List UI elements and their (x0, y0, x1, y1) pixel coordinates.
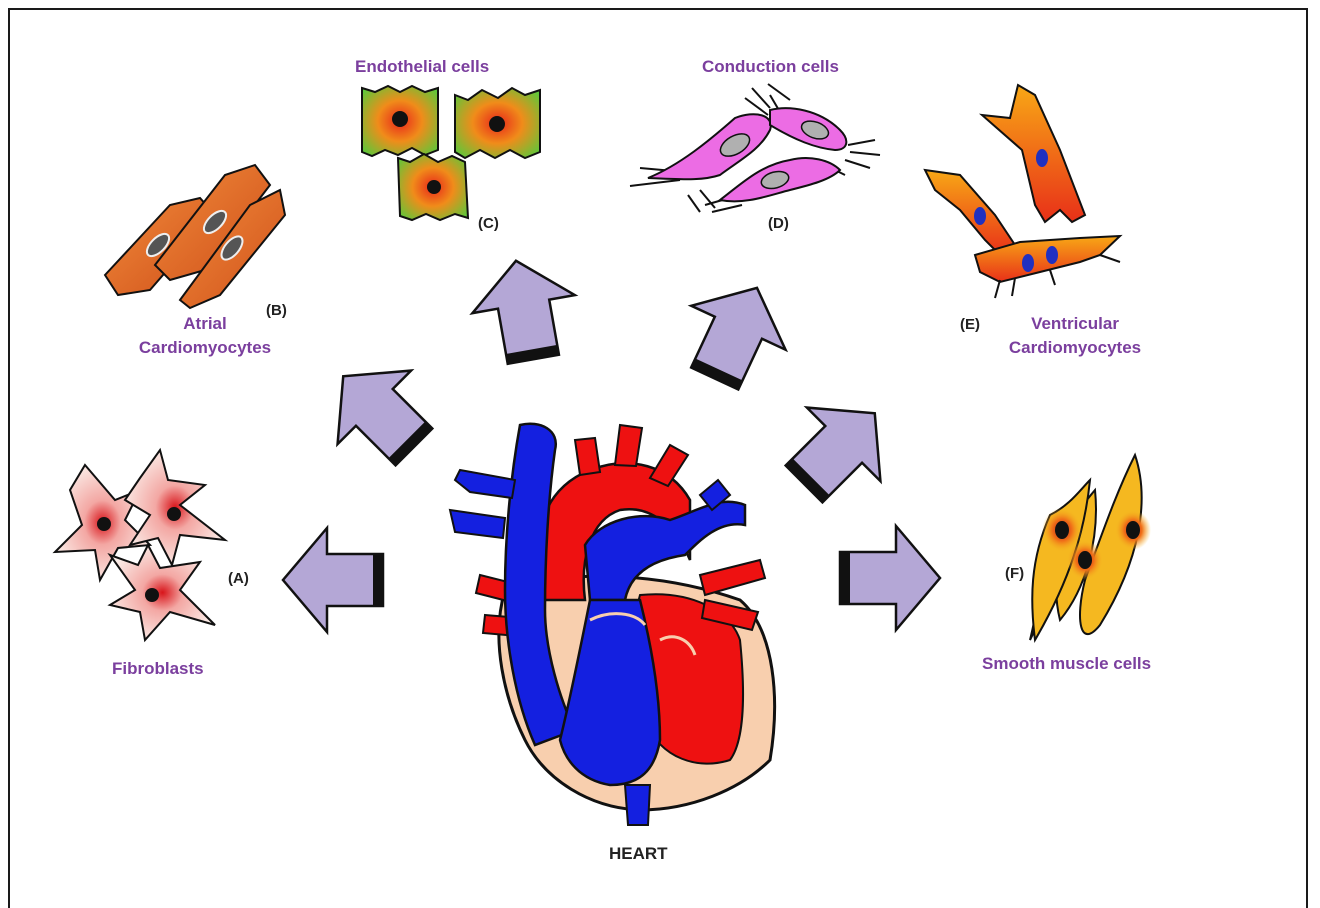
smooth-muscle-cells (1030, 455, 1151, 640)
label-atrial-line2: Cardiomyocytes (130, 336, 280, 360)
endothelial-cells (362, 86, 540, 220)
ventricular-cardiomyocytes (925, 85, 1120, 298)
letter-e: (E) (960, 316, 980, 333)
atrial-cardiomyocytes (105, 165, 285, 308)
label-ventricular-line2: Cardiomyocytes (995, 336, 1155, 360)
letter-a: (A) (228, 570, 249, 587)
label-ventricular: Ventricular Cardiomyocytes (995, 312, 1155, 360)
label-fibroblasts: Fibroblasts (112, 657, 204, 681)
label-conduction: Conduction cells (702, 55, 839, 79)
label-smooth-muscle: Smooth muscle cells (982, 652, 1151, 676)
label-ventricular-line1: Ventricular (995, 312, 1155, 336)
label-endothelial: Endothelial cells (355, 55, 489, 79)
arrow-to-conduction (668, 266, 805, 401)
fibroblast-cells (55, 450, 225, 640)
letter-f: (F) (1005, 565, 1024, 582)
arrow-to-fibroblasts (283, 528, 383, 632)
label-atrial: Atrial Cardiomyocytes (130, 312, 280, 360)
label-heart: HEART (609, 844, 668, 864)
letter-c: (C) (478, 215, 499, 232)
letter-d: (D) (768, 215, 789, 232)
heart-illustration (450, 424, 775, 825)
arrow-to-atrial (306, 339, 450, 483)
conduction-cells (630, 84, 880, 212)
arrow-to-ventricular (767, 376, 911, 520)
label-atrial-line1: Atrial (130, 312, 280, 336)
arrow-to-smooth-muscle (840, 526, 940, 630)
arrow-to-endothelial (465, 252, 585, 369)
